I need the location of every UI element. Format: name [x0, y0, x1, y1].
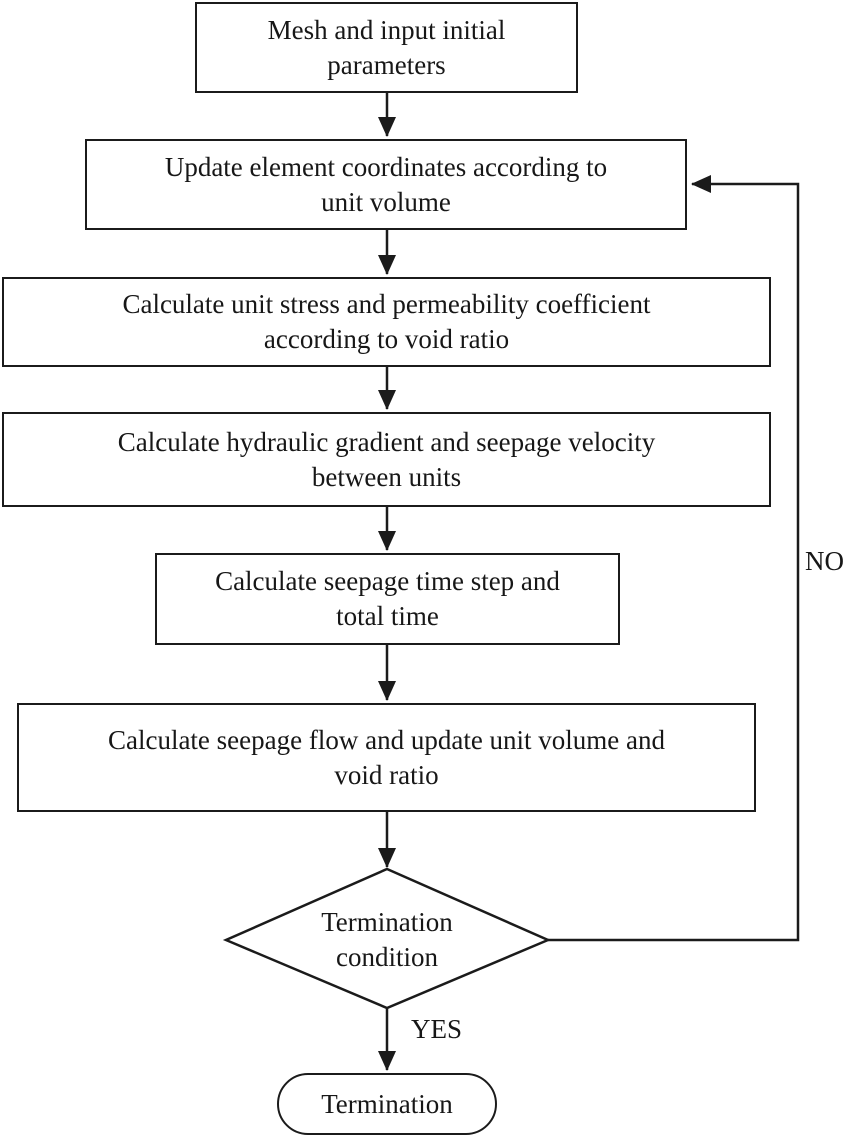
connector-no-feedback — [548, 174, 800, 942]
process-box-unit-stress-permeability[interactable] — [2, 277, 771, 367]
edge-label-yes: YES — [411, 1014, 463, 1044]
terminal-box-termination[interactable] — [277, 1073, 497, 1135]
decision-diamond-shape — [222, 867, 552, 1010]
process-box-mesh-input[interactable] — [195, 2, 578, 93]
edge-label-no: NO — [805, 546, 844, 576]
process-box-seepage-flow-void-ratio[interactable] — [17, 703, 756, 812]
process-box-hydraulic-gradient[interactable] — [2, 412, 771, 507]
process-box-seepage-time-step[interactable] — [155, 553, 620, 645]
process-box-update-coordinates[interactable] — [85, 139, 687, 230]
